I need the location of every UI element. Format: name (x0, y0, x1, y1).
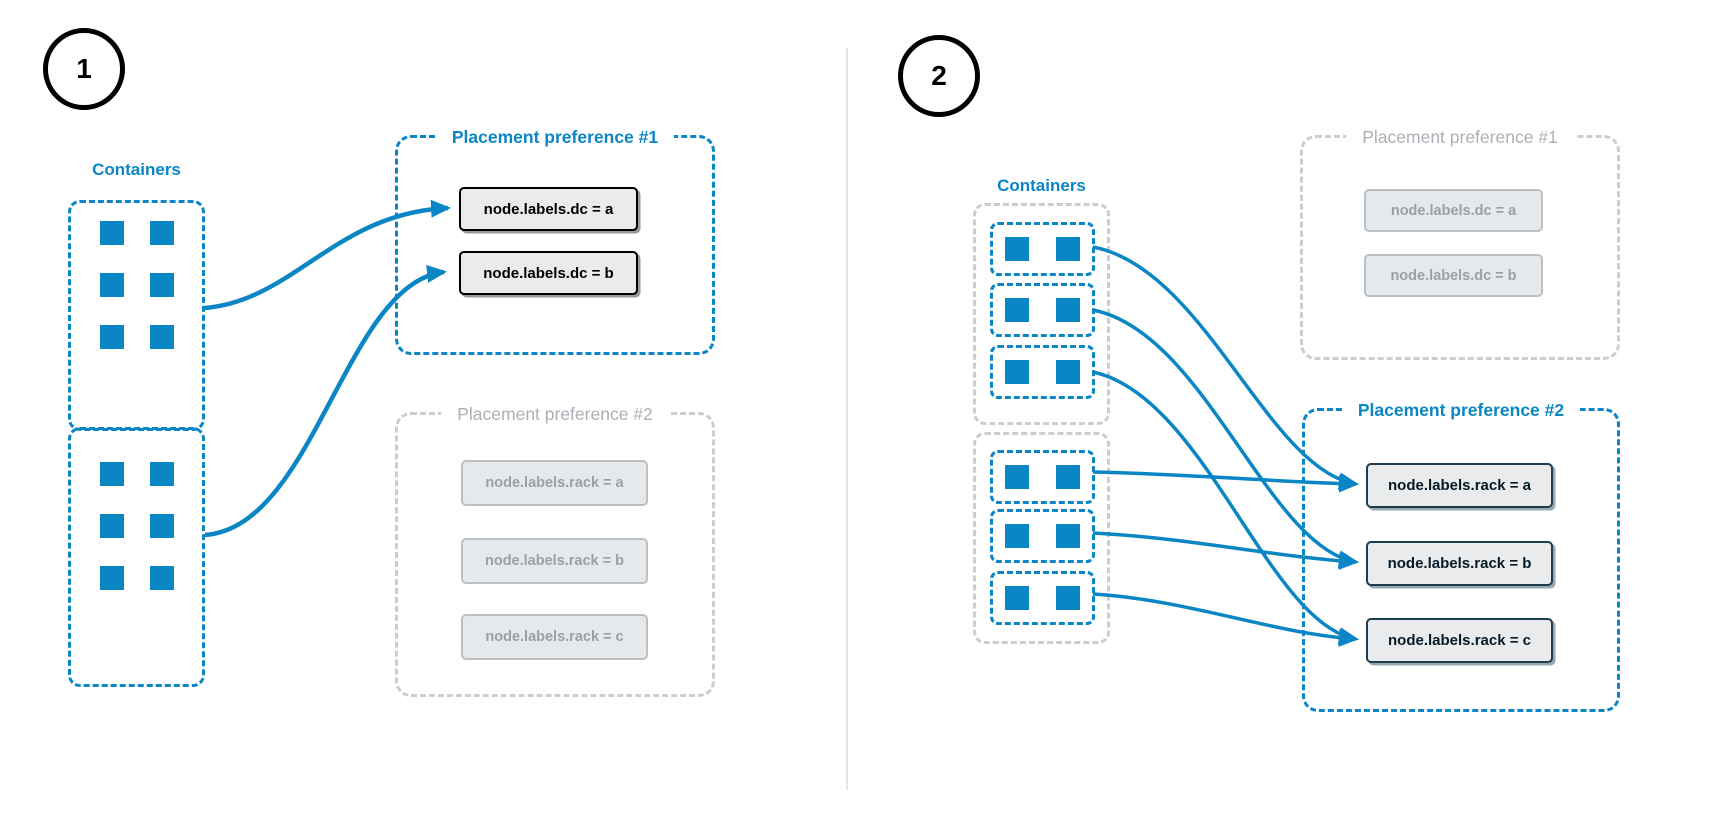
containers-label: Containers (997, 176, 1086, 195)
container-square (1056, 524, 1080, 548)
container-square (1056, 465, 1080, 489)
container-square (149, 325, 174, 349)
placement-preference-2-box: Placement preference #2 node.labels.rack… (1302, 398, 1620, 712)
container-square (99, 273, 124, 297)
step-1-number: 1 (76, 53, 92, 84)
container-square (1005, 465, 1029, 489)
container-group-2 (68, 427, 205, 687)
container-square (1056, 586, 1080, 610)
container-square (99, 566, 124, 590)
placement-preference-1-title: Placement preference #1 (1346, 125, 1574, 149)
node-label-rack-b: node.labels.rack = b (1366, 541, 1553, 586)
container-square (149, 566, 174, 590)
container-square (149, 221, 174, 245)
container-square (99, 325, 124, 349)
container-group-1 (68, 200, 205, 431)
containers-label: Containers (92, 160, 181, 179)
node-label-rack-b: node.labels.rack = b (461, 538, 648, 584)
placement-preference-1-box: Placement preference #1 node.labels.dc =… (395, 125, 715, 355)
panel-divider (846, 48, 848, 790)
node-label-dc-a: node.labels.dc = a (1364, 189, 1543, 232)
node-label-rack-c: node.labels.rack = c (461, 614, 648, 660)
container-square (1005, 524, 1029, 548)
container-square (1005, 360, 1029, 384)
step-1-badge: 1 (43, 28, 125, 110)
container-square (149, 462, 174, 486)
container-box-2 (990, 283, 1095, 337)
node-label-rack-a: node.labels.rack = a (1366, 463, 1553, 508)
container-box-3 (990, 345, 1095, 399)
node-label-dc-b: node.labels.dc = b (1364, 254, 1543, 297)
placement-preference-2-box: Placement preference #2 node.labels.rack… (395, 402, 715, 697)
container-square (1005, 298, 1029, 322)
container-square (99, 514, 124, 538)
step-2-badge: 2 (898, 35, 980, 117)
placement-preference-1-box: Placement preference #1 node.labels.dc =… (1300, 125, 1620, 360)
placement-preference-1-title: Placement preference #1 (435, 125, 675, 149)
node-label-rack-a: node.labels.rack = a (461, 460, 648, 506)
placement-preference-2-title: Placement preference #2 (441, 402, 669, 426)
container-square (149, 514, 174, 538)
container-square (1056, 298, 1080, 322)
container-box-1 (990, 222, 1095, 276)
container-square (1056, 237, 1080, 261)
container-box-5 (990, 509, 1095, 563)
container-square (1005, 237, 1029, 261)
placement-preference-2-title: Placement preference #2 (1341, 398, 1581, 422)
container-square (1005, 586, 1029, 610)
step-2-number: 2 (931, 60, 947, 91)
container-square (149, 273, 174, 297)
container-box-6 (990, 571, 1095, 625)
node-label-dc-a: node.labels.dc = a (459, 187, 638, 231)
container-square (99, 221, 124, 245)
node-label-rack-c: node.labels.rack = c (1366, 618, 1553, 663)
container-square (1056, 360, 1080, 384)
node-label-dc-b: node.labels.dc = b (459, 251, 638, 295)
container-square (99, 462, 124, 486)
container-box-4 (990, 450, 1095, 504)
